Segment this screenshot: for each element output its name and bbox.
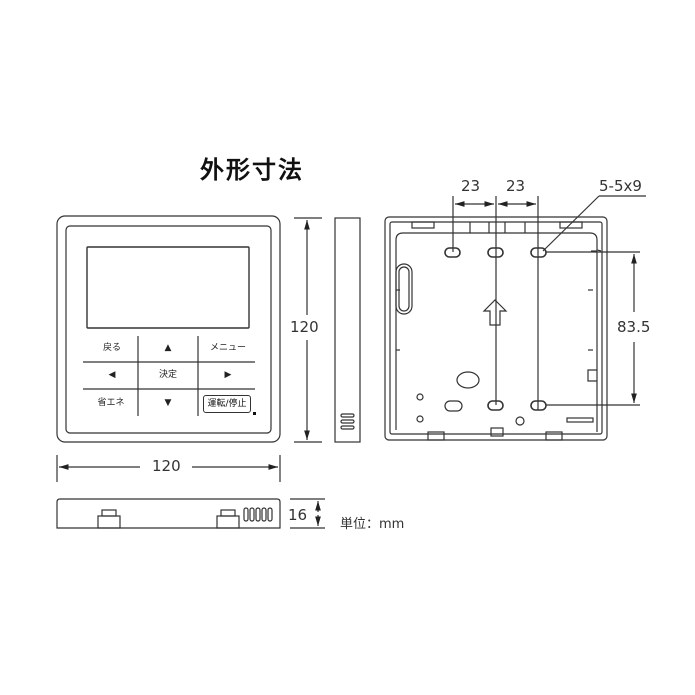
back-button: 戻る	[102, 343, 121, 353]
drawing-title: 外形寸法	[200, 156, 304, 184]
hole-spacing-2: 23	[504, 177, 528, 195]
hole-spacing-1: 23	[459, 177, 483, 195]
indicator-led	[253, 412, 256, 415]
height-dimension: 120	[288, 318, 321, 336]
hole-spec: 5-5x9	[597, 177, 644, 195]
down-button: ▼	[164, 398, 172, 408]
up-button: ▲	[164, 343, 172, 353]
depth-dimension: 16	[286, 506, 310, 524]
left-button: ◀	[108, 370, 116, 380]
bottom-view	[56, 498, 281, 529]
energy-save-button: 省エネ	[97, 398, 125, 408]
up-arrow-icon	[482, 299, 508, 326]
run-stop-button: 運転/停止	[203, 395, 251, 413]
enter-button: 決定	[158, 370, 177, 380]
menu-button: メニュー	[209, 343, 246, 353]
width-dimension: 120	[150, 457, 183, 475]
unit-label: 単位：mm	[340, 517, 405, 532]
vertical-spacing: 83.5	[615, 318, 653, 336]
right-button: ▶	[224, 370, 232, 380]
side-view	[334, 217, 361, 443]
lcd-screen	[86, 246, 250, 329]
front-view	[56, 215, 281, 443]
